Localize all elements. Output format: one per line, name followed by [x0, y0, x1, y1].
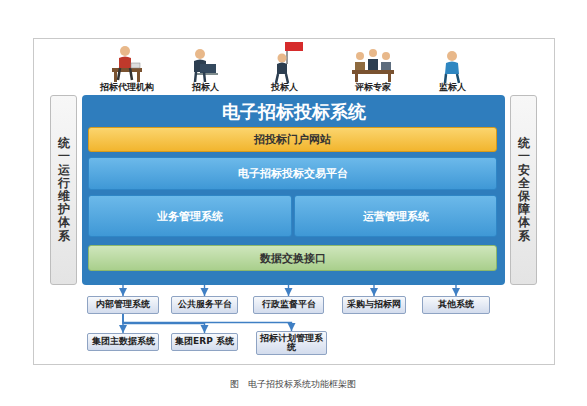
- role-label: 投标人: [271, 82, 298, 94]
- system-box: 采购与招标网: [342, 296, 406, 314]
- node-label: 运营管理系统: [363, 209, 429, 224]
- portal-band: 招投标门户网站: [88, 127, 497, 152]
- system-box: 集团主数据系统: [87, 333, 159, 351]
- side-panel: 统一安全保障体系: [510, 95, 537, 285]
- node-label: 采购与招标网: [347, 300, 401, 309]
- node-label: 内部管理系统: [96, 300, 150, 309]
- role-label: 招标代理机构: [100, 82, 154, 94]
- module-box: 运营管理系统: [294, 195, 497, 237]
- system-box: 招标计划管理系统: [256, 331, 327, 355]
- system-panel: 电子招标投标系统招投标门户网站电子招标投标交易平台业务管理系统 运营管理系统数据交…: [82, 95, 505, 285]
- system-box: 行政监督平台: [253, 296, 324, 314]
- node-label: 其他系统: [438, 300, 474, 309]
- node-label: 行政监督平台: [262, 300, 316, 309]
- node-label: 集团主数据系统: [92, 337, 155, 346]
- interface-band: 数据交换接口: [88, 245, 497, 271]
- platform-band: 电子招标投标交易平台: [88, 157, 497, 190]
- node-label: 统一安全保障体系: [518, 137, 530, 243]
- experts-icon: [352, 49, 394, 82]
- supervisor-icon: [445, 51, 459, 83]
- node-label: 业务管理系统: [157, 209, 223, 224]
- node-label: 电子招标投标交易平台: [238, 166, 348, 181]
- node-label: 招投标门户网站: [254, 132, 331, 147]
- node-label: 集团ERP 系统: [175, 337, 234, 346]
- system-box: 公共服务平台: [171, 296, 238, 314]
- node-label: 统一运行维护体系: [58, 137, 70, 243]
- module-box: 业务管理系统: [88, 195, 292, 237]
- system-box: 集团ERP 系统: [171, 333, 238, 351]
- agent-icon: [112, 46, 142, 82]
- role-label: 监标人: [439, 82, 466, 94]
- side-panel: 统一运行维护体系: [50, 95, 77, 285]
- outer-frame: [34, 39, 555, 365]
- bidder-icon: [276, 42, 303, 83]
- node-label: 招标计划管理系统: [259, 334, 324, 353]
- figure-caption: 图 电子招投标系统功能框架图: [230, 378, 356, 391]
- system-box: 其他系统: [422, 296, 490, 314]
- role-label: 招标人: [192, 82, 219, 94]
- node-label: 数据交换接口: [260, 251, 326, 266]
- tenderee-icon: [194, 49, 218, 82]
- flow-arrow: [123, 314, 292, 331]
- system-box: 内部管理系统: [87, 296, 159, 314]
- node-label: 公共服务平台: [178, 300, 232, 309]
- panel-title: 电子招标投标系统: [82, 100, 505, 124]
- role-label: 评标专家: [355, 82, 391, 94]
- flow-arrow: [123, 314, 205, 333]
